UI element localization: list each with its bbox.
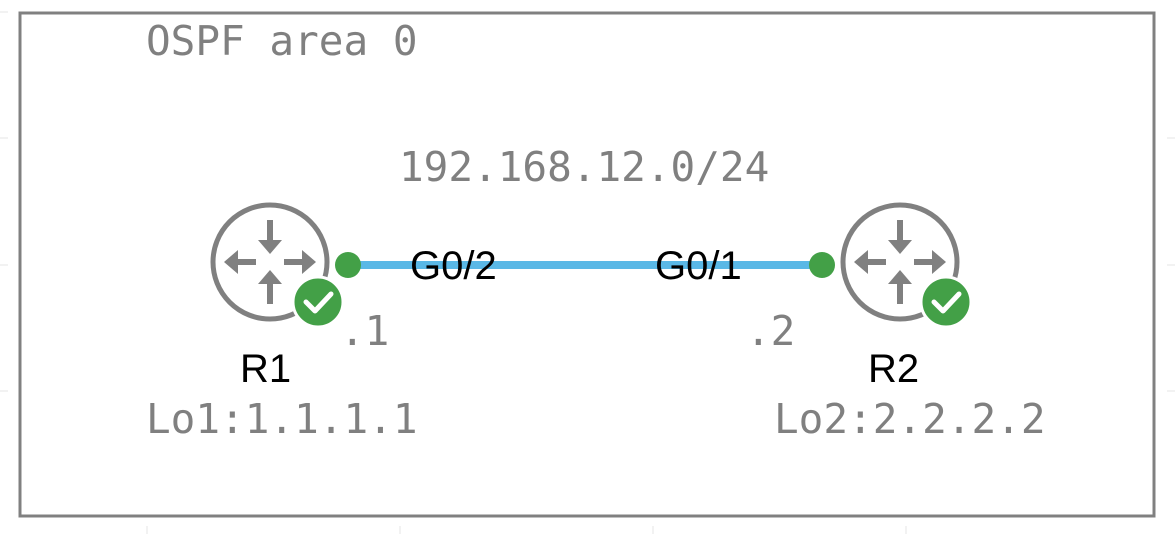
r1-name: R1 (240, 347, 291, 391)
router-r2[interactable] (843, 205, 971, 327)
r2-loopback-label: Lo2:2.2.2.2 (774, 395, 1046, 443)
status-check-icon (293, 277, 343, 327)
r1-loopback-label: Lo1:1.1.1.1 (146, 395, 418, 443)
r2-host-label: .2 (746, 307, 795, 355)
status-check-icon (921, 277, 971, 327)
router-r1[interactable] (213, 205, 343, 327)
r2-name: R2 (868, 347, 919, 391)
subnet-label: 192.168.12.0/24 (399, 143, 769, 191)
area-box[interactable] (18, 11, 1156, 518)
r2-interface-dot[interactable] (809, 252, 835, 278)
grid-ticks (0, 11, 1175, 534)
r1-interface-label: G0/2 (410, 244, 497, 288)
area-label: OSPF area 0 (146, 17, 418, 65)
r2-interface-label: G0/1 (655, 244, 742, 288)
r1-host-label: .1 (340, 307, 389, 355)
r1-interface-dot[interactable] (335, 252, 361, 278)
